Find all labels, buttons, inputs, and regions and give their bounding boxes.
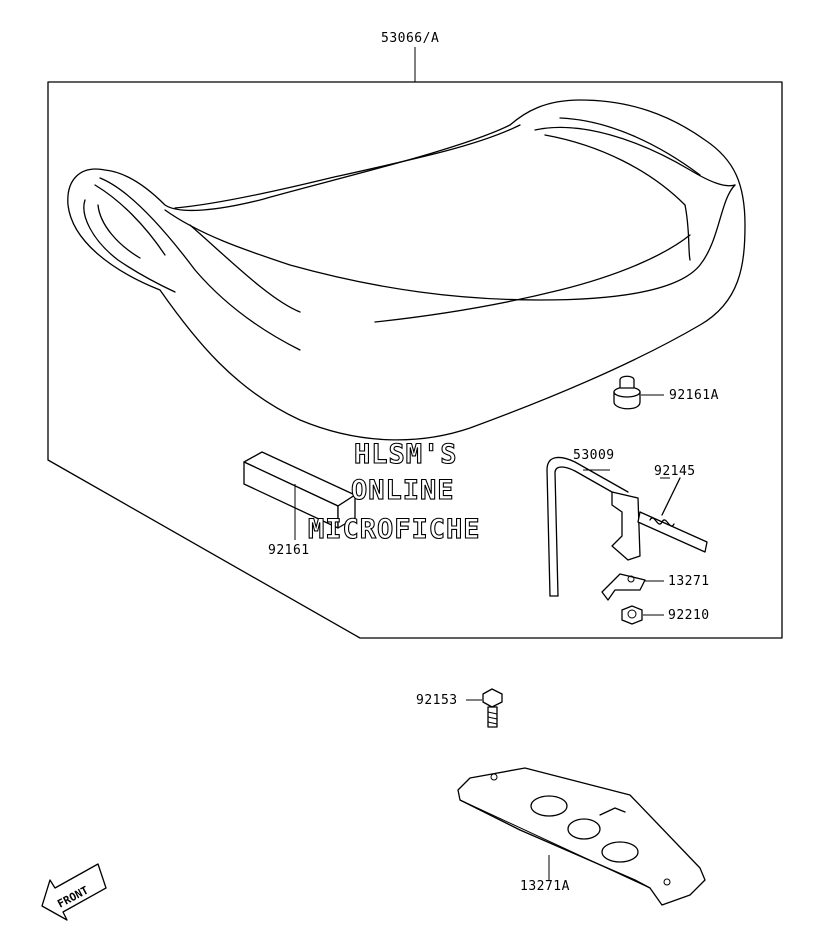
assembly-frame [47, 81, 783, 639]
damper-drawing [613, 375, 664, 410]
cushion-block-drawing [243, 451, 356, 540]
label-bracket: 13271 [668, 574, 710, 589]
label-nut: 92210 [668, 608, 710, 623]
plate-drawing [457, 767, 706, 906]
label-damper: 92161A [669, 388, 719, 403]
bolt-drawing [466, 688, 503, 728]
nut-drawing [621, 605, 664, 625]
label-cushion-block: 92161 [268, 543, 310, 558]
label-seat-hook: 53009 [573, 448, 615, 463]
watermark-line-3: MICROFICHE [308, 514, 481, 545]
watermark-line-2: ONLINE [351, 475, 455, 506]
bracket-drawing [601, 573, 664, 601]
label-plate: 13271A [520, 879, 570, 894]
front-arrow: FRONT [41, 863, 107, 921]
seat-drawing [67, 99, 746, 441]
label-spring: 92145 [654, 464, 696, 479]
watermark-line-1: HLSM'S [354, 439, 458, 470]
watermark: HLSM'S ONLINE MICROFICHE [307, 438, 481, 545]
label-bolt: 92153 [416, 693, 458, 708]
label-seat-assy: 53066/A [381, 31, 439, 46]
seat-hook-drawing [546, 456, 708, 597]
